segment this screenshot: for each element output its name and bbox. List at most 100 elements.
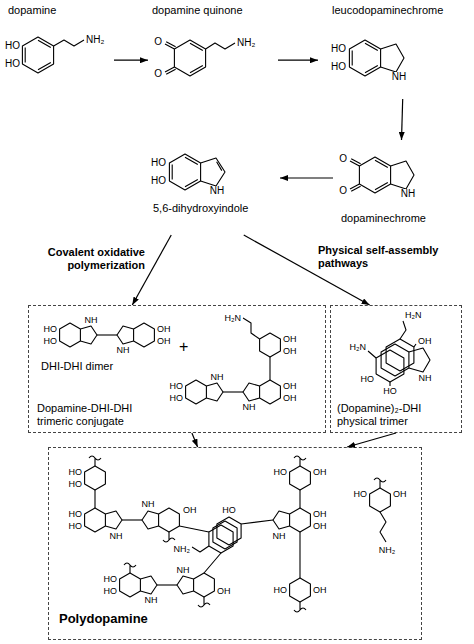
structure-node: 5,6-dihydroxyindole	[135, 140, 280, 235]
bond-line	[198, 553, 221, 607]
node-label: dopamine quinone	[152, 4, 276, 17]
atom-label: NH	[109, 532, 124, 541]
bond-line	[223, 391, 243, 392]
bond-line	[22, 37, 53, 73]
bond-line	[359, 157, 390, 193]
bond-line	[294, 602, 306, 612]
atom-label: NH₂	[236, 38, 256, 48]
node-label: DHI-DHI dimer	[41, 360, 161, 373]
polydopamine-structure	[85, 456, 391, 612]
atom-label: HO	[68, 510, 84, 519]
atom-label: OH	[392, 490, 408, 499]
bond-line	[80, 326, 97, 344]
atom-label: OH	[282, 382, 298, 391]
bond-line	[122, 519, 142, 520]
atom-label: O	[153, 37, 163, 47]
bond-line	[386, 339, 414, 371]
atom-label: HO	[68, 480, 84, 489]
atom-label: NH₂	[85, 35, 105, 45]
reaction-arrow	[402, 99, 403, 140]
bond-line	[174, 40, 205, 76]
atom-label: HO	[103, 587, 119, 596]
atom-label: H₂N	[224, 314, 243, 323]
atom-label: OH	[156, 337, 172, 346]
bond-line	[260, 380, 281, 404]
bond-line	[163, 526, 209, 542]
bond-line	[209, 525, 233, 553]
bond-line	[290, 578, 311, 602]
atom-label: H₂N	[404, 311, 423, 320]
node-label: Dopamine-DHI-DHI trimeric conjugate	[37, 402, 165, 428]
atom-label: NH	[176, 566, 191, 575]
bond-line	[85, 508, 106, 532]
atom-label: OH	[282, 394, 298, 403]
bond-line	[243, 318, 260, 339]
atom-label: HO	[330, 44, 347, 54]
atom-label: HO	[221, 506, 237, 515]
bond-line	[217, 517, 241, 545]
atom-label: NH	[242, 403, 257, 412]
bond-line	[273, 511, 290, 529]
atom-label: NH	[84, 316, 99, 325]
atom-label: NH	[210, 373, 225, 382]
atom-label: HO	[360, 375, 376, 384]
reaction-arrow	[347, 433, 396, 447]
node-label: +	[179, 338, 199, 356]
bond-line	[368, 321, 416, 386]
reaction-arrow	[114, 60, 148, 61]
atom-label: H₂N	[349, 343, 368, 352]
atom-label: HO	[150, 158, 167, 168]
atom-label: HO	[169, 382, 185, 391]
dhi-structure	[169, 154, 225, 190]
atom-label: HO	[4, 59, 21, 69]
dashed-group-box: Polydopamine	[48, 447, 422, 640]
atom-label: OH	[182, 506, 198, 515]
atom-label: NH₂	[378, 546, 397, 555]
atom-label: OH	[156, 325, 172, 334]
structure-node: dopaminechrome	[333, 140, 470, 235]
atom-label: HO	[353, 490, 369, 499]
node-label: (Dopamine)₂-DHI physical trimer	[337, 402, 459, 428]
bond-line	[194, 573, 215, 597]
bond-line	[89, 456, 101, 508]
atom-label: O	[153, 69, 163, 79]
atom-label: NH	[391, 72, 407, 82]
node-label: 5,6-dihydroxyindole	[153, 202, 278, 215]
bond-line	[124, 563, 136, 573]
pathway-label: Covalent oxidative polymerization	[20, 246, 145, 272]
bond-line	[206, 43, 235, 49]
atom-label: OH	[282, 335, 298, 344]
atom-label: OH	[312, 468, 328, 477]
bond-line	[370, 488, 391, 512]
bond-line	[206, 383, 223, 401]
bond-line	[243, 383, 260, 401]
bond-line	[186, 380, 207, 404]
bond-line	[105, 511, 122, 529]
pathway-label: Physical self-assembly pathways	[318, 244, 448, 270]
bond-line	[157, 584, 177, 585]
bond-line	[294, 456, 306, 508]
bond-line	[142, 511, 159, 529]
bond-line	[177, 576, 194, 594]
atom-label: HO	[169, 394, 185, 403]
atom-label: HO	[330, 62, 347, 72]
bond-line	[299, 532, 300, 578]
bond-line	[85, 466, 106, 490]
atom-label: OH	[312, 510, 328, 519]
reaction-arrow	[280, 177, 333, 178]
atom-label: HO	[4, 41, 21, 51]
bond-line	[159, 508, 180, 532]
atom-label: HO	[150, 176, 167, 186]
bond-line	[381, 344, 409, 376]
atom-label: OH	[282, 347, 298, 356]
reaction-arrow	[278, 60, 318, 61]
atom-label: HO	[273, 468, 289, 477]
bond-line	[391, 161, 414, 189]
bond-line	[120, 573, 141, 597]
bond-line	[54, 40, 84, 46]
bond-line	[117, 326, 134, 344]
bond-line	[60, 323, 81, 347]
bond-line	[374, 478, 386, 542]
dopaminechrome-structure	[350, 157, 414, 193]
atom-label: OH	[417, 337, 433, 346]
